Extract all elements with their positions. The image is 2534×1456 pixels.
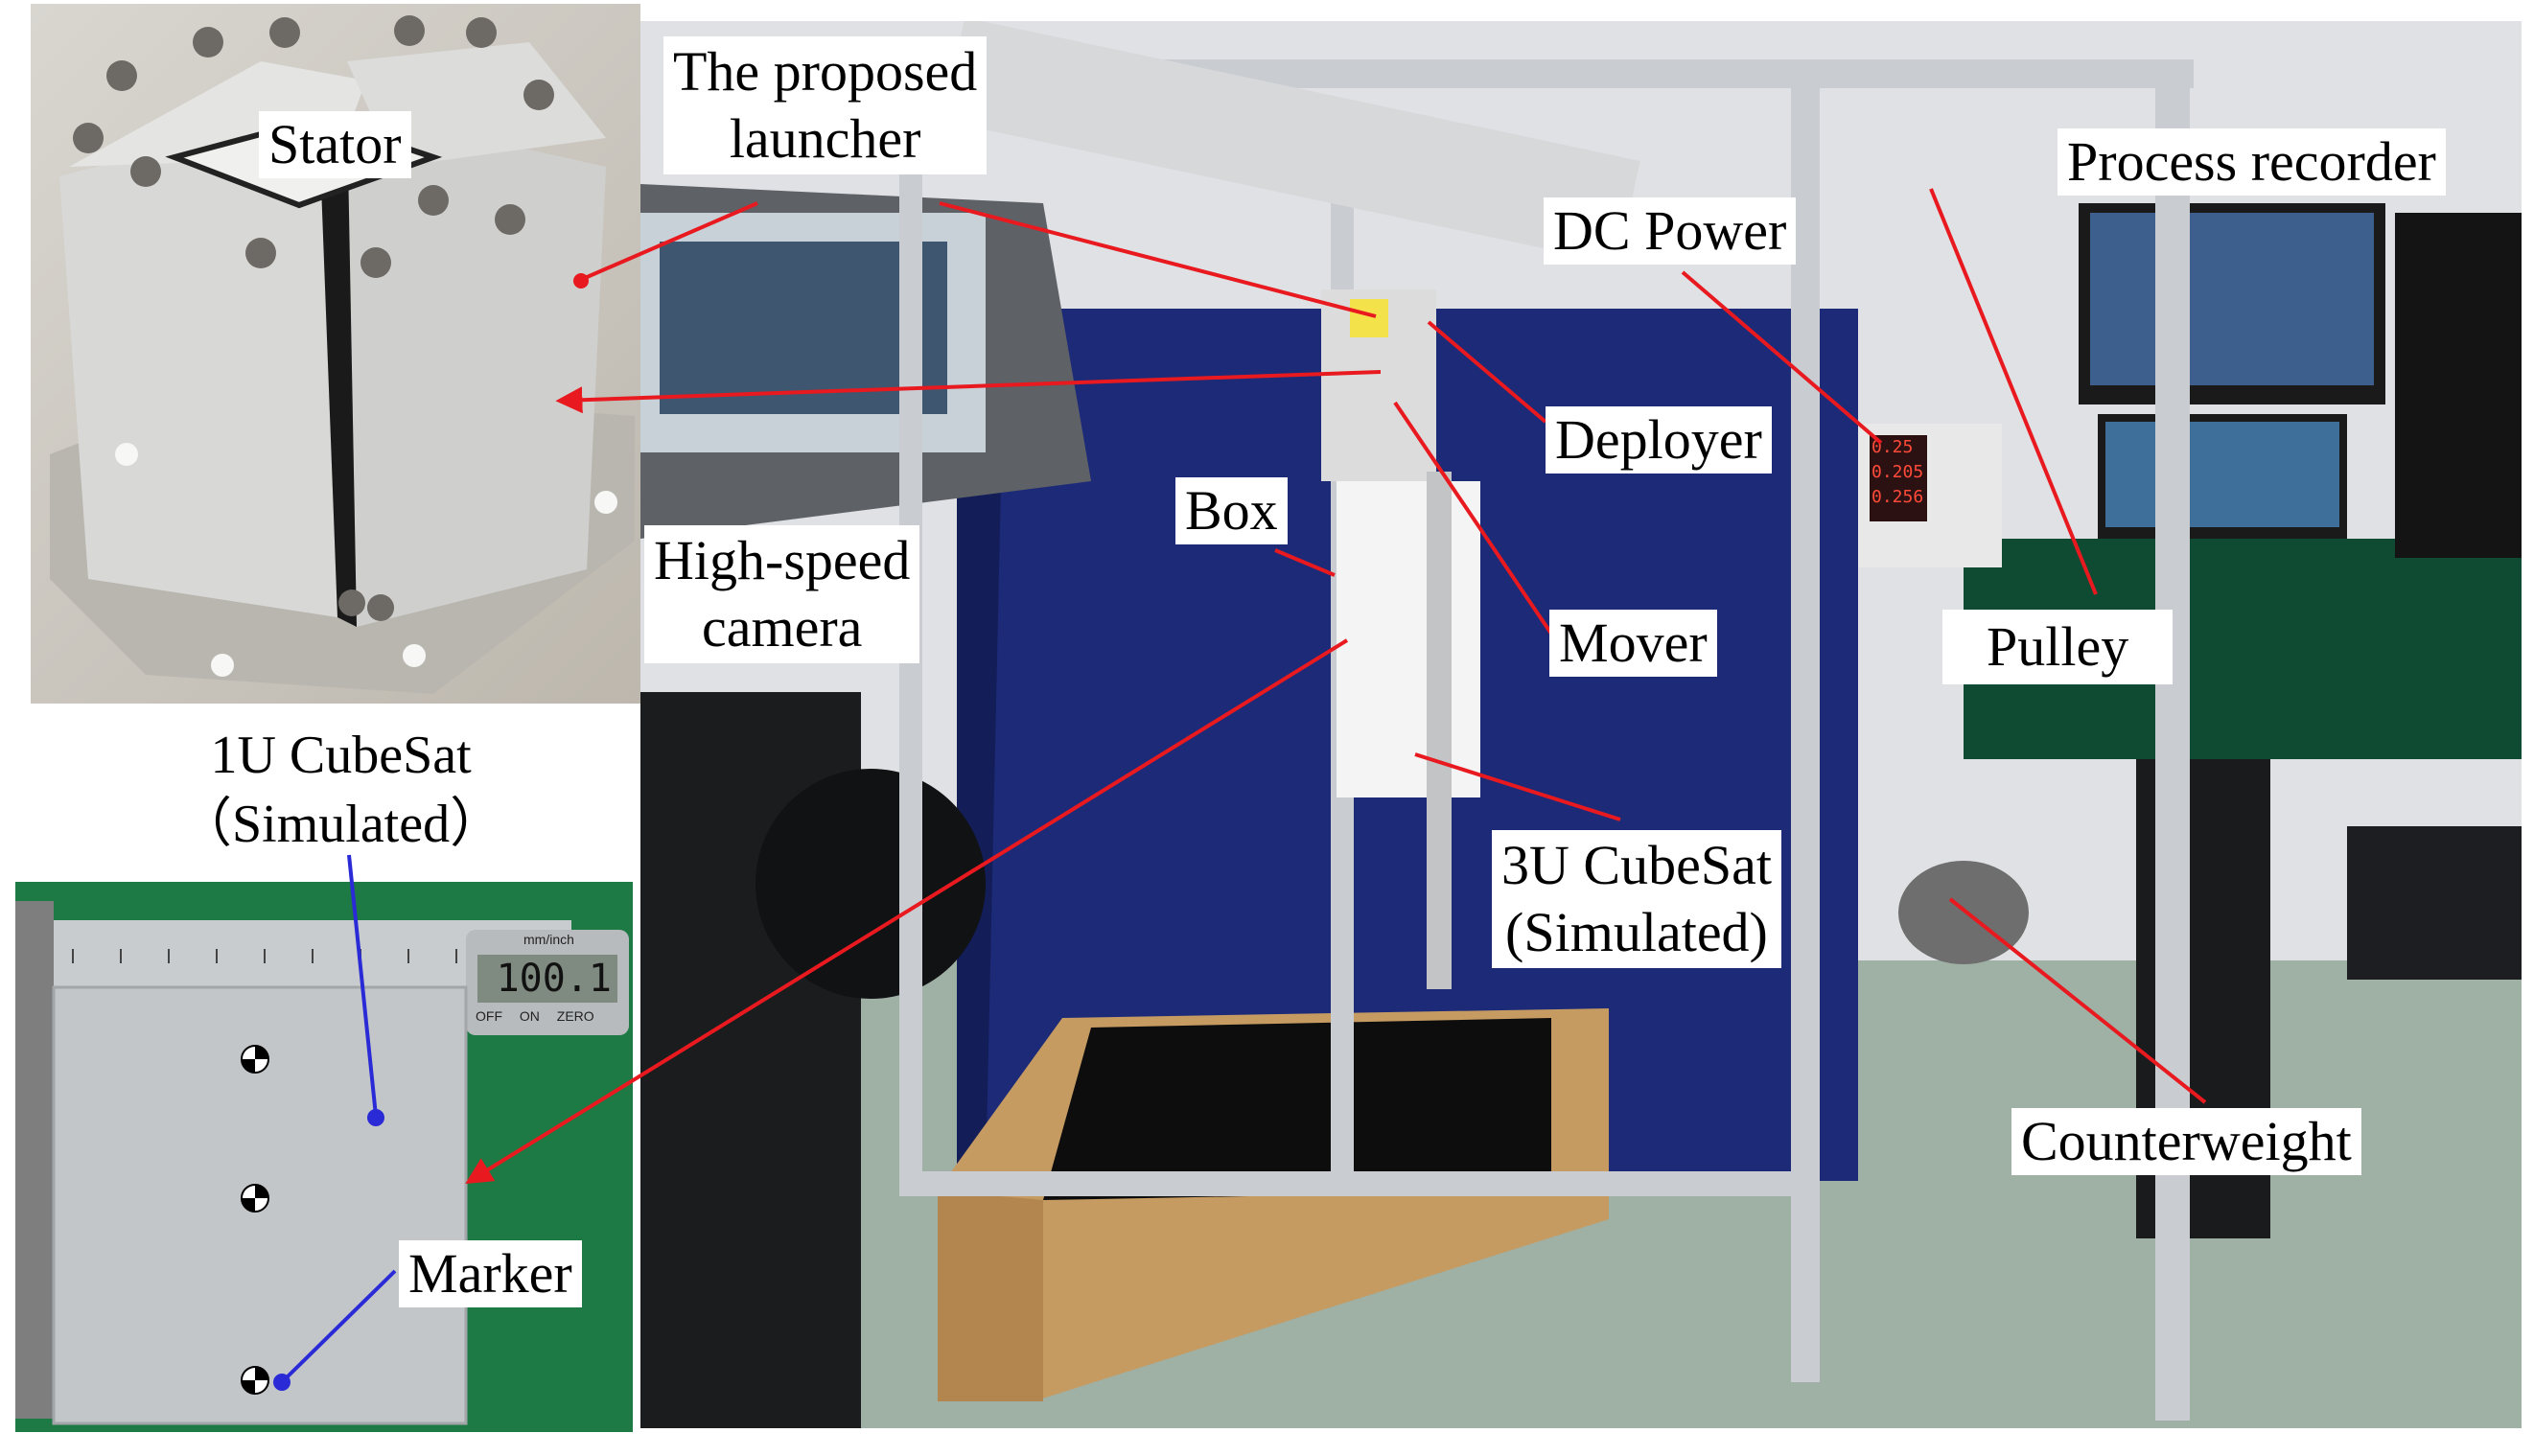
label-1u-cubesat: 1U CubeSat （Simulated） — [178, 721, 503, 859]
label-high-speed-camera-line-2: camera — [701, 596, 863, 659]
label-counterweight: Counterweight — [2011, 1108, 2361, 1175]
caliper-unit-label: mm/inch — [523, 932, 574, 947]
label-stator: Stator — [259, 111, 411, 178]
target-markers — [241, 1045, 269, 1395]
label-high-speed-camera: High-speed camera — [644, 525, 920, 663]
power-readout-line-1: 0.25 — [1871, 437, 1914, 457]
label-dc-power: DC Power — [1544, 197, 1797, 265]
label-process-recorder: Process recorder — [2057, 128, 2446, 196]
caliper-buttons: OFF ON ZERO — [476, 1008, 594, 1024]
stator-photo — [31, 4, 640, 704]
caliper-on-label: ON — [519, 1008, 540, 1024]
caliper-readout: 100.1 — [496, 957, 612, 1001]
power-readout-line-3: 0.256 — [1871, 487, 1924, 507]
label-proposed-launcher: The proposed launcher — [663, 36, 988, 174]
label-proposed-launcher-line-1: The proposed — [673, 40, 978, 103]
label-marker: Marker — [399, 1240, 582, 1307]
caliper-zero-label: ZERO — [556, 1008, 594, 1024]
cubesat-1u-photo: mm/inch 100.1 OFF ON ZERO — [15, 882, 633, 1432]
power-readout-line-2: 0.205 — [1871, 462, 1924, 482]
label-1u-cubesat-line-2: （Simulated） — [178, 795, 504, 854]
label-3u-cubesat-line-1: 3U CubeSat — [1501, 834, 1772, 896]
label-mover: Mover — [1549, 610, 1717, 677]
stator-illustration — [50, 15, 635, 694]
label-deployer: Deployer — [1546, 406, 1772, 474]
label-box: Box — [1175, 477, 1288, 544]
label-pulley: Pulley — [1942, 610, 2174, 684]
label-3u-cubesat-line-2: (Simulated) — [1505, 901, 1768, 963]
label-1u-cubesat-line-1: 1U CubeSat — [210, 726, 472, 785]
label-high-speed-camera-line-1: High-speed — [654, 529, 911, 591]
caliper-off-label: OFF — [476, 1008, 502, 1024]
label-3u-cubesat: 3U CubeSat (Simulated) — [1492, 830, 1781, 968]
label-proposed-launcher-line-2: launcher — [729, 107, 921, 170]
power-readout-lines: 0.25 0.205 0.256 — [1871, 435, 1923, 510]
